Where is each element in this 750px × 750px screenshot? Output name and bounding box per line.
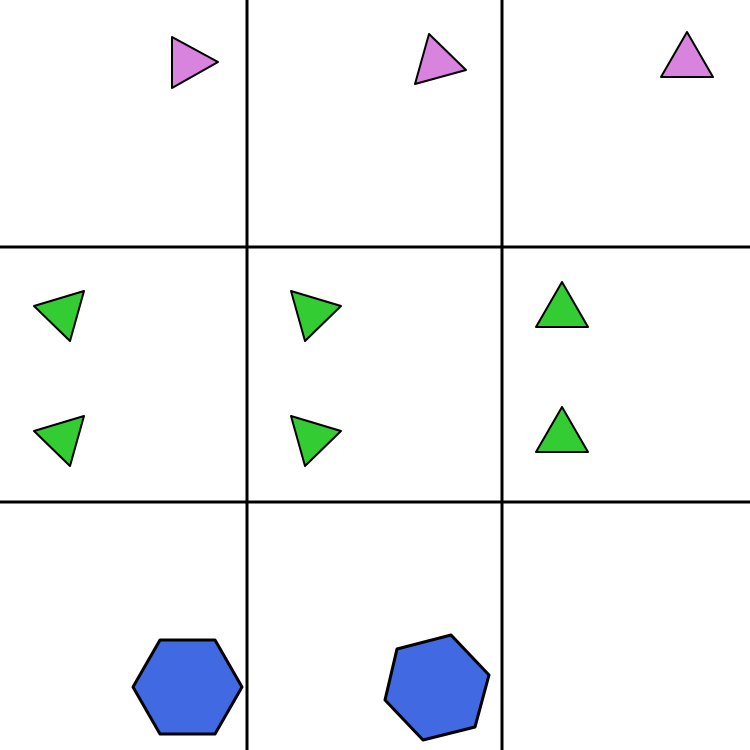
- shapes-layer: [33, 31, 714, 742]
- cell-2-2-green-triangle-right-top: [290, 290, 342, 342]
- cell-2-2-green-triangle-right-bottom: [290, 415, 342, 467]
- cell-2-3-green-triangle-up-top: [535, 281, 589, 328]
- cell-1-2-pink-triangle-rotated: [414, 33, 467, 85]
- cell-2-1-green-triangle-left-top: [33, 290, 85, 342]
- cell-1-1-pink-triangle-right: [171, 36, 219, 89]
- cell-1-3-pink-triangle-up: [660, 31, 714, 78]
- cell-3-2-blue-hexagon-rotated: [383, 633, 491, 742]
- cell-2-3-green-triangle-up-bottom: [535, 406, 589, 453]
- cell-3-1-blue-hexagon-flat: [131, 638, 244, 736]
- cell-2-1-green-triangle-left-bottom: [33, 415, 85, 467]
